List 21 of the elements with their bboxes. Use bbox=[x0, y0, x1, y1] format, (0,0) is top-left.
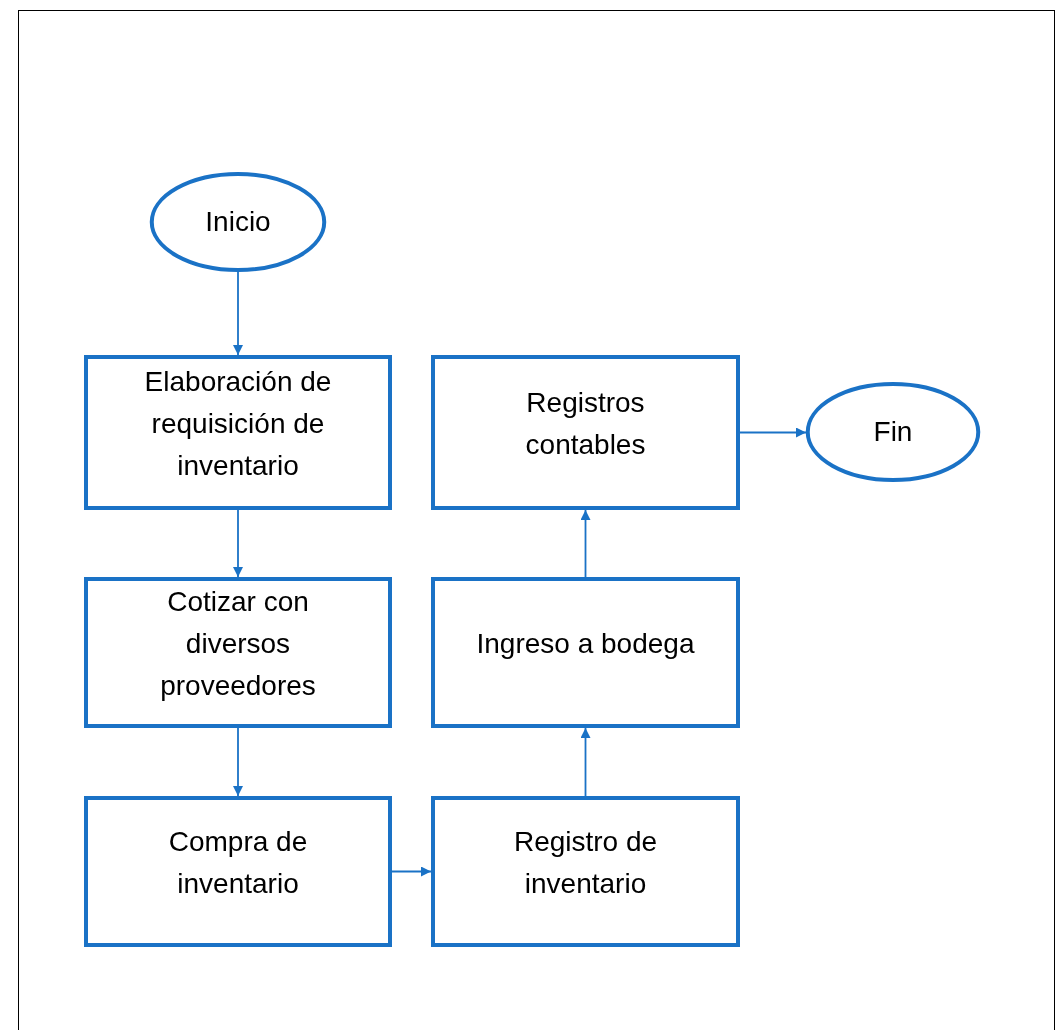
arrow bbox=[233, 271, 243, 356]
arrow bbox=[739, 427, 807, 438]
process-box bbox=[431, 577, 740, 728]
arrow bbox=[580, 509, 591, 578]
arrow bbox=[233, 509, 243, 578]
node-text: Elaboración de requisición de inventario bbox=[143, 364, 333, 483]
node-text: Inicio bbox=[204, 205, 272, 239]
arrow bbox=[391, 866, 432, 877]
arrow bbox=[233, 727, 243, 797]
process-box bbox=[84, 355, 392, 510]
node-text: Compra de inventario bbox=[167, 824, 309, 901]
node-text: Fin bbox=[872, 415, 914, 449]
process-box bbox=[431, 796, 740, 947]
node-text: Registros contables bbox=[524, 385, 647, 462]
node-text: Cotizar con diversos proveedores bbox=[159, 584, 317, 703]
process-box bbox=[84, 796, 392, 947]
arrow bbox=[580, 727, 591, 797]
process-box bbox=[431, 355, 740, 510]
process-box bbox=[84, 577, 392, 728]
node-text: Registro de inventario bbox=[512, 824, 659, 901]
node-text: Ingreso a bodega bbox=[475, 626, 696, 661]
